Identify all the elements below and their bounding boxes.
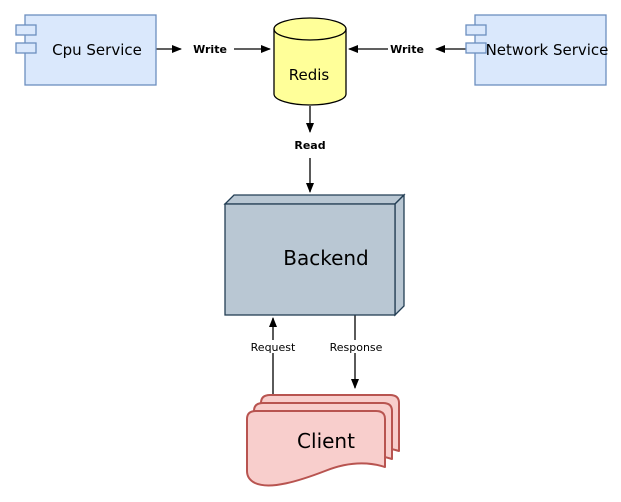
edge-response[interactable]: Response [328, 315, 384, 389]
response-label-background [328, 340, 384, 353]
edge-label-request: Request [251, 341, 296, 354]
cpu-service-label: Cpu Service [52, 41, 142, 59]
component-tab-icon [15, 42, 37, 54]
edge-label-response: Response [330, 341, 383, 354]
client-label: Client [297, 429, 355, 453]
node-backend[interactable]: Backend [223, 193, 406, 317]
redis-label: Redis [289, 66, 330, 84]
node-client[interactable]: Client [246, 394, 400, 487]
component-tab-icon [465, 24, 487, 36]
request-label-background [249, 340, 297, 353]
edge-label-write-left: Write [193, 43, 227, 56]
backend-label: Backend [283, 246, 369, 270]
client-document-front[interactable] [246, 410, 386, 487]
network-service-label: Network Service [486, 41, 609, 59]
edge-label-write-right: Write [390, 43, 424, 56]
redis-cylinder[interactable] [273, 17, 347, 106]
network-service-box[interactable] [474, 14, 607, 86]
node-cpu-service[interactable]: Cpu Service [15, 14, 157, 86]
backend-cube-front-face[interactable] [224, 203, 396, 316]
component-tab-icon [465, 42, 487, 54]
backend-cube-right-face [394, 193, 405, 317]
edge-label-read: Read [294, 139, 325, 152]
edge-write-left[interactable]: Write [156, 43, 271, 56]
redis-cylinder-rim [273, 28, 347, 41]
component-tab-icon [15, 24, 37, 36]
edge-write-right[interactable]: Write [348, 43, 466, 56]
cpu-service-box[interactable] [24, 14, 157, 86]
node-network-service[interactable]: Network Service [465, 14, 609, 86]
edge-read[interactable]: Read [294, 106, 326, 193]
node-redis[interactable]: Redis [273, 17, 347, 106]
backend-cube-top-face [223, 194, 406, 205]
